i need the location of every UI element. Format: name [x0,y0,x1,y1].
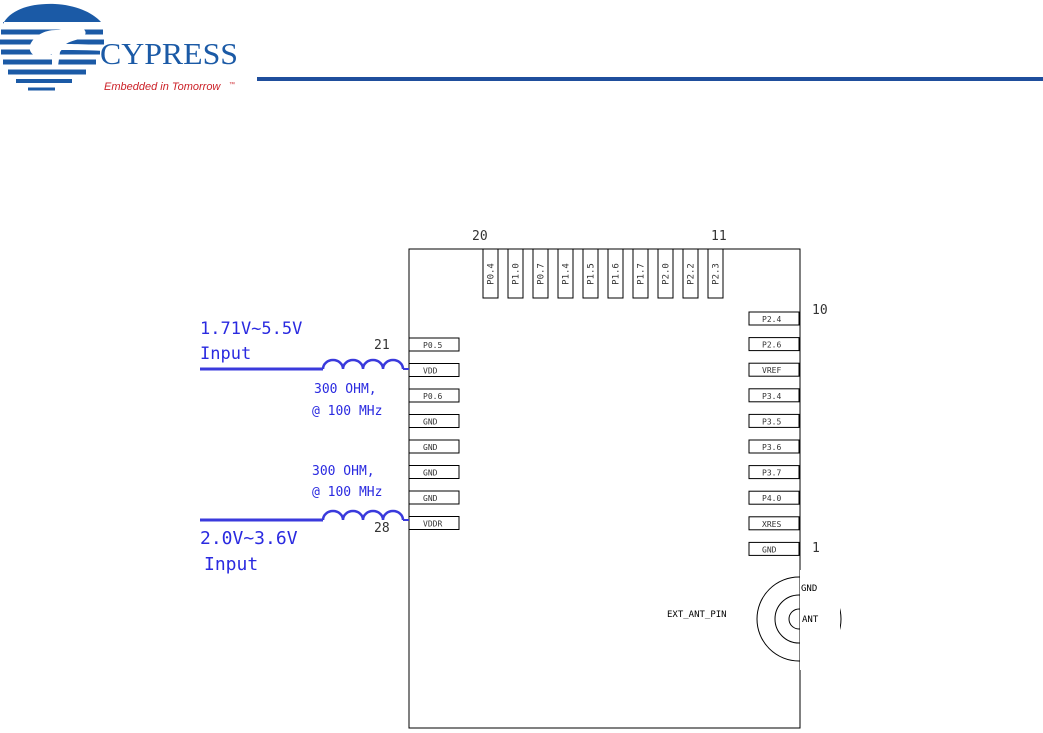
top-pin-p2-3: P2.3 [708,249,723,298]
left-pin-label: VDD [423,367,438,376]
antenna-label: EXT_ANT_PIN [667,610,727,620]
right-pin-p2-6-1: P2.6 [749,338,799,351]
right-pin-p3-4-3: P3.4 [749,389,799,402]
right-pin-vref-2: VREF [749,363,799,376]
top-pin-label: P2.2 [687,263,697,285]
bead-vddr-rating: 300 OHM, [312,464,375,479]
left-pin-gnd-5: GND [409,466,459,479]
top-pin-label: P1.6 [612,263,622,285]
supply-vdd-input: Input [200,344,251,364]
top-pin-p2-2: P2.2 [683,249,698,298]
right-pin-label: GND [762,545,777,554]
top-pin-p2-0: P2.0 [658,249,673,298]
top-pin-label: P0.4 [487,263,497,285]
left-pin-label: GND [423,443,438,452]
left-pin-label: GND [423,418,438,427]
top-pin-label: P1.4 [562,263,572,285]
left-pin-p0-5-0: P0.5 [409,338,459,351]
top-pin-label: P2.3 [712,263,722,285]
top-pin-p1-6: P1.6 [608,249,623,298]
right-pin-label: P3.7 [762,469,781,478]
right-pin-p3-7-6: P3.7 [749,466,799,479]
bead-vdd-frequency: @ 100 MHz [312,404,382,419]
module-outline [409,249,800,728]
ferrite-bead-vddr-icon [323,511,403,520]
top-pin-p1-0: P1.0 [508,249,523,298]
antenna-gnd-label: GND [801,584,817,594]
cypress-logo: CYPRESS Embedded in Tomorrow ™ [0,4,238,93]
top-pin-p1-5: P1.5 [583,249,598,298]
left-pin-gnd-3: GND [409,415,459,428]
left-pin-gnd-6: GND [409,491,459,504]
right-pin-xres-8: XRES [749,517,799,530]
bead-vddr-frequency: @ 100 MHz [312,485,382,500]
antenna-ant-label: ANT [802,615,819,625]
left-pin-label: P0.6 [423,392,442,401]
top-pin-label: P1.7 [637,263,647,285]
right-pin-label: P4.0 [762,494,781,503]
right-pin-p4-0-7: P4.0 [749,491,799,504]
left-pin-label: GND [423,469,438,478]
left-pin-label: VDDR [423,520,442,529]
right-pin-p3-6-5: P3.6 [749,440,799,453]
left-pin-number-bottom: 28 [374,521,390,536]
top-pin-p1-4: P1.4 [558,249,573,298]
top-pin-p1-7: P1.7 [633,249,648,298]
right-pin-label: P3.4 [762,392,781,401]
supply-vdd-voltage: 1.71V~5.5V [200,319,302,339]
supply-vddr: 300 OHM, @ 100 MHz 2.0V~3.6V Input [200,464,409,575]
logo-trademark-text: ™ [229,81,235,88]
right-pin-number-top: 10 [812,303,828,318]
right-pin-p3-5-4: P3.5 [749,414,799,427]
top-pins: P0.4 P1.0 P0.7 P1.4 P1.5 P1.6 P1.7 P2.0 P2.2 P2.3 [483,249,723,298]
supply-vddr-input: Input [204,554,258,575]
ferrite-bead-vdd-icon [323,360,403,369]
supply-vddr-voltage: 2.0V~3.6V [200,528,298,549]
right-pin-label: P2.6 [762,341,781,350]
left-pin-vddr-7: VDDR [409,517,459,530]
left-pin-p0-6-2: P0.6 [409,389,459,402]
right-pin-number-bottom: 1 [812,541,820,556]
top-pin-p0-4: P0.4 [483,249,498,298]
left-pin-number-top: 21 [374,338,390,353]
top-pin-label: P1.5 [587,263,597,285]
top-pin-number-left: 20 [472,229,488,244]
supply-vdd: 1.71V~5.5V Input 300 OHM, @ 100 MHz [200,319,409,419]
top-pin-label: P2.0 [662,263,672,285]
logo-tagline-text: Embedded in Tomorrow [104,81,221,93]
logo-brand-text: CYPRESS [100,36,238,71]
right-pin-p2-4-0: P2.4 [749,312,799,325]
top-pin-label: P1.0 [512,263,522,285]
top-pin-p0-7: P0.7 [533,249,548,298]
left-pin-vdd-1: VDD [409,364,459,377]
top-pin-number-right: 11 [711,229,727,244]
bead-vdd-rating: 300 OHM, [314,382,377,397]
left-pin-gnd-4: GND [409,440,459,453]
right-pin-label: VREF [762,366,781,375]
external-antenna: EXT_ANT_PIN GND ANT [667,570,841,670]
left-pin-label: P0.5 [423,341,442,350]
right-pin-label: XRES [762,520,781,529]
right-pin-label: P2.4 [762,315,781,324]
top-pin-label: P0.7 [537,263,547,285]
right-pin-gnd-9: GND [749,542,799,555]
left-pin-label: GND [423,494,438,503]
right-pin-label: P3.5 [762,417,781,426]
right-pin-label: P3.6 [762,443,781,452]
